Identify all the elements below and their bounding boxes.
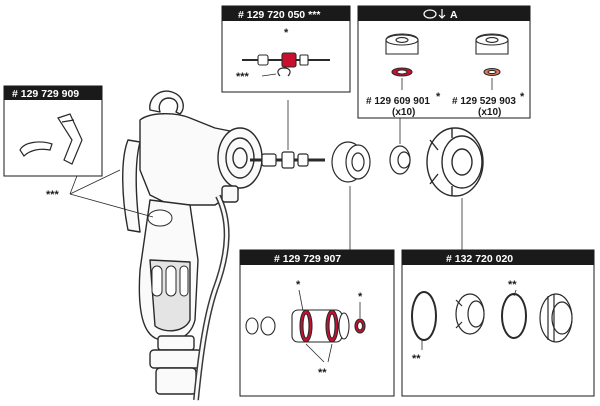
nozzle-sets-panel: A # 129 609 901 * (x10) # 129 529 903 * … bbox=[357, 5, 531, 119]
nozzle-left-qty: (x10) bbox=[392, 107, 415, 118]
needle-kit-clip-icon bbox=[277, 67, 291, 77]
aircap-kit-stars-left: ** bbox=[412, 353, 421, 365]
seal-kit-title: # 129 729 907 bbox=[274, 253, 341, 265]
aircap-kit-stars-ring: ** bbox=[508, 279, 517, 291]
aircap-kit-title: # 132 720 020 bbox=[446, 253, 513, 265]
nozzle-right-icon bbox=[475, 33, 509, 77]
nozzle-right-part-number: # 129 529 903 bbox=[452, 96, 516, 107]
repair-kit-clip-icon bbox=[19, 113, 83, 165]
nozzle-left-part-number: # 129 609 901 bbox=[366, 96, 430, 107]
seal-kit-star-left: * bbox=[296, 279, 301, 291]
seal-kit-stars-bottom: ** bbox=[318, 367, 327, 379]
nozzle-sets-rotate-icon bbox=[423, 9, 446, 19]
seal-assembly-part bbox=[331, 141, 371, 183]
nozzle-right-qty: (x10) bbox=[478, 107, 501, 118]
aircap-part bbox=[426, 127, 484, 197]
spray-gun-handle-grip bbox=[151, 265, 189, 297]
needle-kit-needle-icon bbox=[242, 52, 330, 68]
needle-kit-title: # 129 720 050*** bbox=[238, 9, 321, 21]
repair-kit-panel: # 129 729 909 bbox=[3, 85, 103, 177]
needle-kit-star-top: * bbox=[284, 27, 289, 39]
nozzle-part bbox=[389, 145, 411, 175]
nozzle-left-mark: * bbox=[436, 91, 441, 103]
seal-kit-panel: # 129 729 907 * * ** bbox=[239, 249, 395, 397]
seal-kit-seal-icon bbox=[245, 309, 366, 343]
seal-kit-star-right: * bbox=[358, 291, 363, 303]
aircap-kit-panel: # 132 720 020 ** ** bbox=[401, 249, 595, 397]
aircap-kit-parts-icon bbox=[411, 291, 573, 343]
gun-callout: *** bbox=[46, 167, 173, 227]
needle-kit-star-left: *** bbox=[236, 71, 250, 83]
repair-kit-title: # 129 729 909 bbox=[12, 88, 79, 100]
needle-kit-panel: # 129 720 050*** * *** bbox=[221, 5, 351, 93]
needle-part bbox=[250, 151, 325, 169]
nozzle-sets-title: A bbox=[450, 9, 458, 21]
gun-callout-mark: *** bbox=[46, 189, 60, 201]
nozzle-right-mark: * bbox=[520, 91, 525, 103]
nozzle-left-icon bbox=[385, 33, 419, 77]
